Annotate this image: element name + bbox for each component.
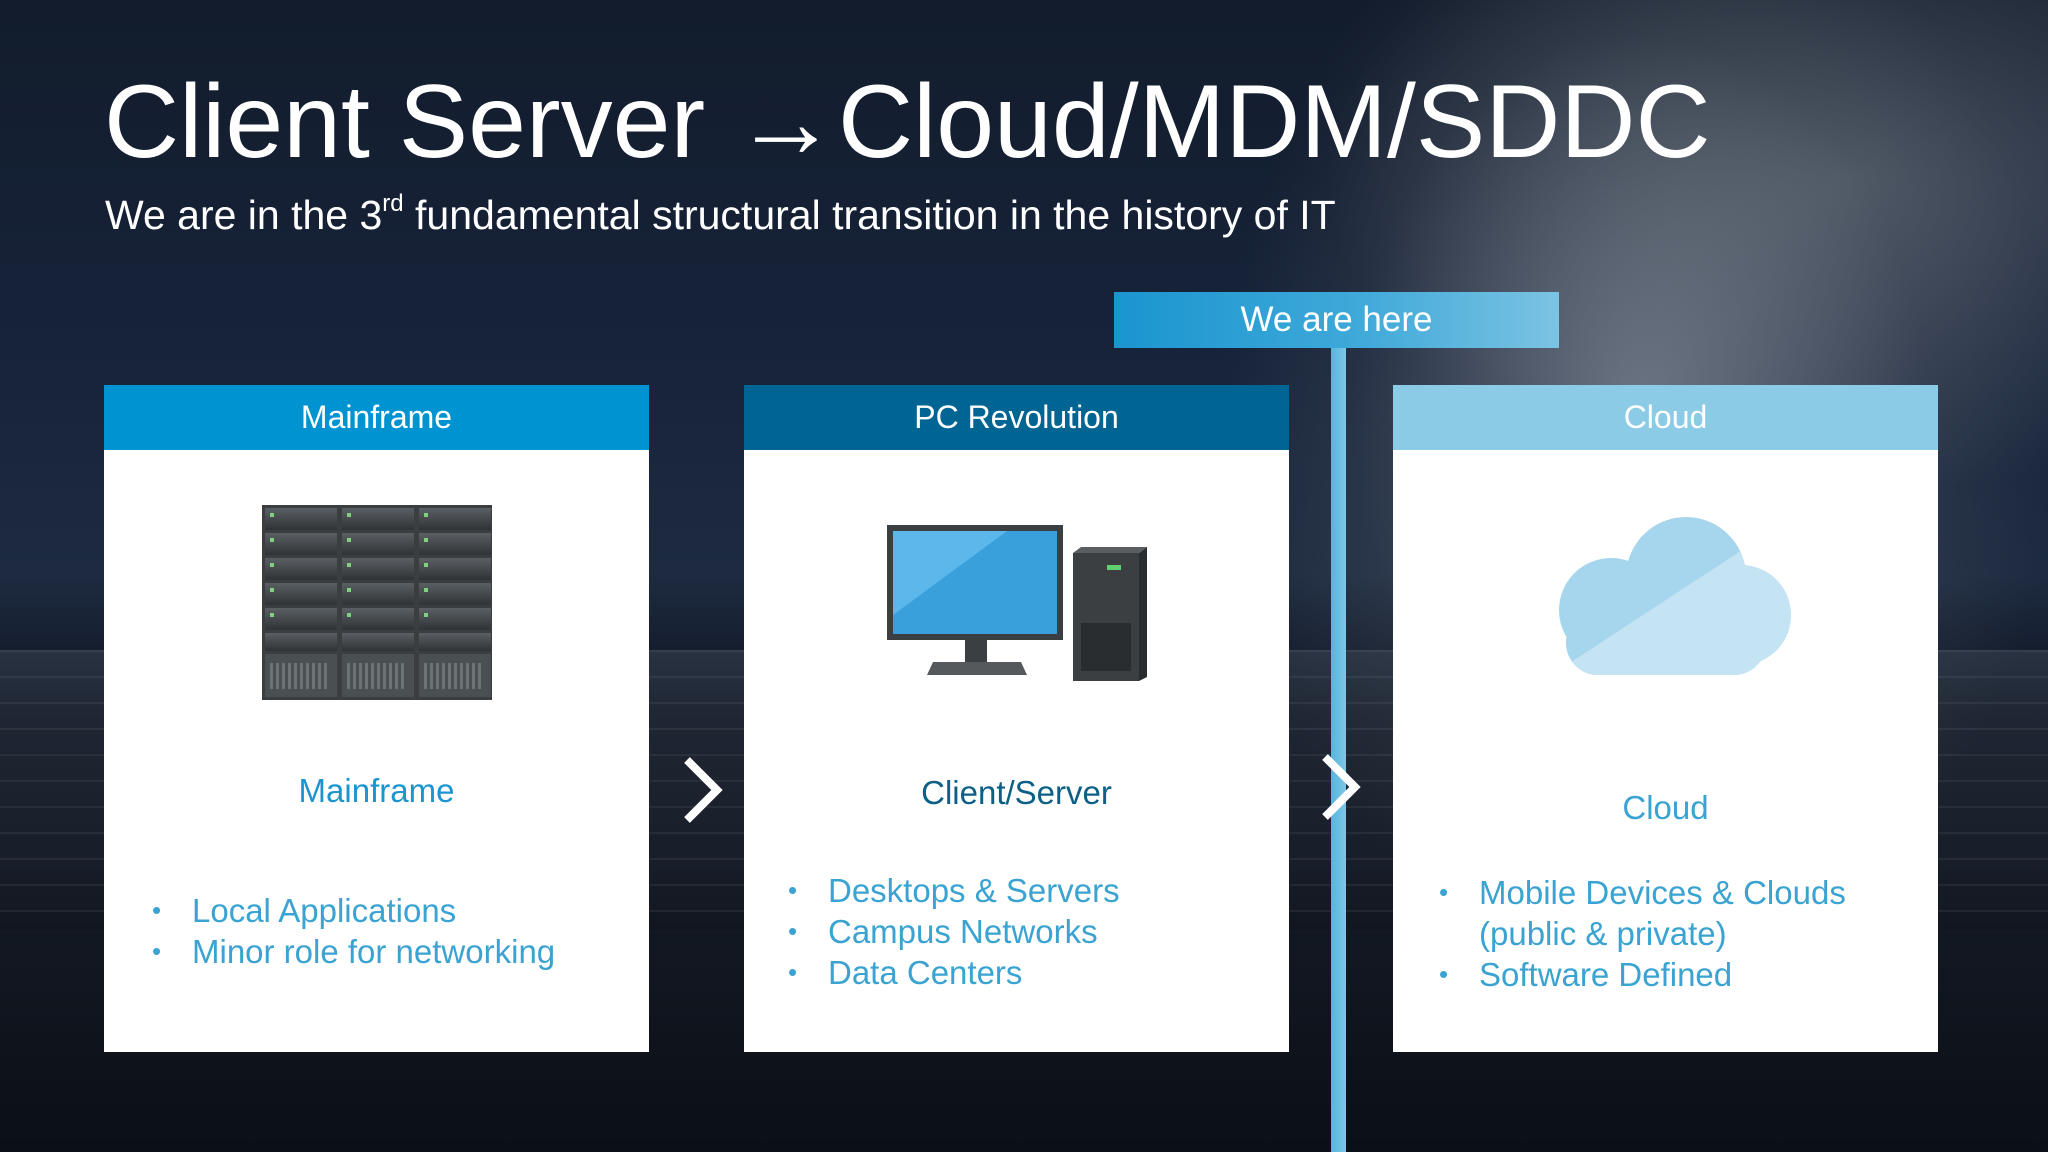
bullet-list-cloud: Mobile Devices & Clouds (public & private… — [1439, 872, 1846, 995]
slide-subtitle: We are in the 3rd fundamental structural… — [105, 190, 1336, 240]
card-label-mainframe: Mainframe — [298, 772, 455, 809]
list-item: Mobile Devices & Clouds (public & private… — [1439, 872, 1846, 954]
list-item: Desktops & Servers — [788, 870, 1120, 911]
card-header-pc-revolution: PC Revolution — [744, 385, 1289, 450]
card-header-cloud: Cloud — [1393, 385, 1938, 450]
bullet-text-continuation: (public & private) — [1479, 915, 1727, 952]
list-item: Minor role for networking — [152, 931, 555, 972]
subtitle-text-end: fundamental structural transition in the… — [403, 192, 1336, 238]
card-header-mainframe: Mainframe — [104, 385, 649, 450]
cloud-icon — [1393, 515, 1938, 685]
slide-title: Client Server →Cloud/MDM/SDDC — [104, 64, 1711, 180]
list-item: Campus Networks — [788, 911, 1120, 952]
bullet-list-mainframe: Local Applications Minor role for networ… — [152, 890, 555, 972]
bullet-text: Mobile Devices & Clouds — [1479, 874, 1846, 911]
server-rack-icon — [104, 505, 649, 700]
desktop-computer-icon — [744, 525, 1289, 685]
card-cloud: Cloud Cloud Mobile Devices & Clouds (publ… — [1393, 385, 1938, 1052]
we-are-here-banner: We are here — [1114, 292, 1559, 348]
card-label-client-server: Client/Server — [921, 774, 1112, 811]
subtitle-superscript: rd — [382, 190, 404, 217]
card-label-cloud: Cloud — [1622, 789, 1709, 826]
list-item: Local Applications — [152, 890, 555, 931]
bullet-list-pc-revolution: Desktops & Servers Campus Networks Data … — [788, 870, 1120, 993]
we-are-here-marker-line — [1331, 348, 1346, 1152]
card-mainframe: Mainframe — [104, 385, 649, 1052]
chevron-right-icon — [677, 755, 727, 825]
list-item: Data Centers — [788, 952, 1120, 993]
card-pc-revolution: PC Revolution Client/Server Desktops & S… — [744, 385, 1289, 1052]
subtitle-text-start: We are in the 3 — [105, 192, 383, 238]
chevron-right-icon — [1315, 752, 1365, 822]
list-item: Software Defined — [1439, 954, 1846, 995]
